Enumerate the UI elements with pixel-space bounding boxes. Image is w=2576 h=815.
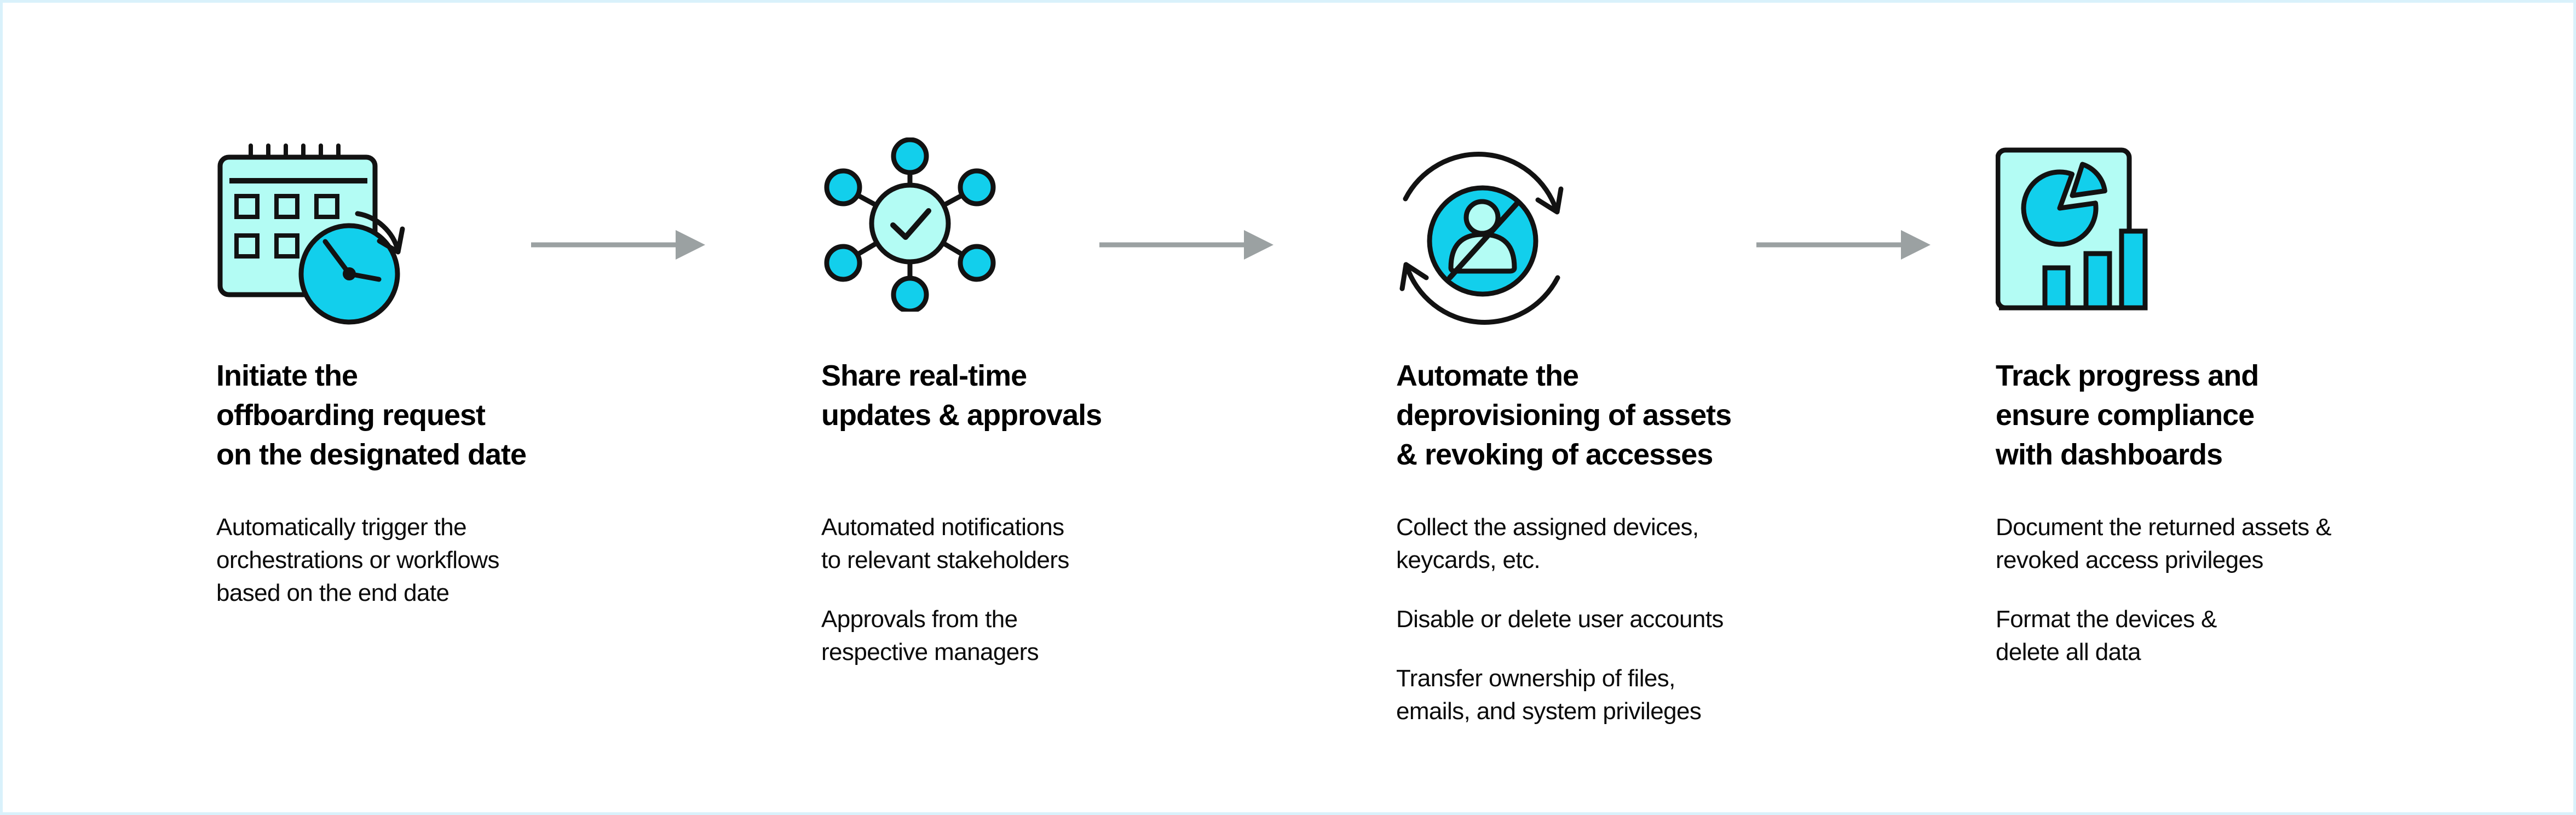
step-heading: Share real-time updates & approvals [821,359,1102,432]
dashboard-charts-icon [1996,147,2148,311]
step-heading: Track progress and ensure compliance wit… [1996,359,2259,471]
step-paragraph: Collect the assigned devices, keycards, … [1396,514,1699,573]
step-description: Automated notifications to relevant stak… [821,511,1270,695]
flow-arrow [1099,230,1273,260]
step-heading: Initiate the offboarding request on the … [216,359,527,471]
step-paragraph: Approvals from the respective managers [821,606,1039,665]
step-description: Automatically trigger the orchestrations… [216,511,665,636]
step-paragraph: Transfer ownership of files, emails, and… [1396,665,1702,725]
user-deprovision-icon [1399,152,1564,325]
flow-arrow [531,230,705,260]
step-description: Document the returned assets & revoked a… [1996,511,2445,695]
step-paragraph: Automatically trigger the orchestrations… [216,514,499,606]
step-paragraph: Document the returned assets & revoked a… [1996,514,2332,573]
step-paragraph: Disable or delete user accounts [1396,606,1724,633]
approval-network-icon [824,137,996,312]
step-description: Collect the assigned devices, keycards, … [1396,511,1845,754]
step-heading: Automate the deprovisioning of assets & … [1396,359,1732,471]
step-paragraph: Format the devices & delete all data [1996,606,2217,665]
flow-arrow [1756,230,1930,260]
calendar-clock-icon [217,144,405,325]
step-paragraph: Automated notifications to relevant stak… [821,514,1069,573]
